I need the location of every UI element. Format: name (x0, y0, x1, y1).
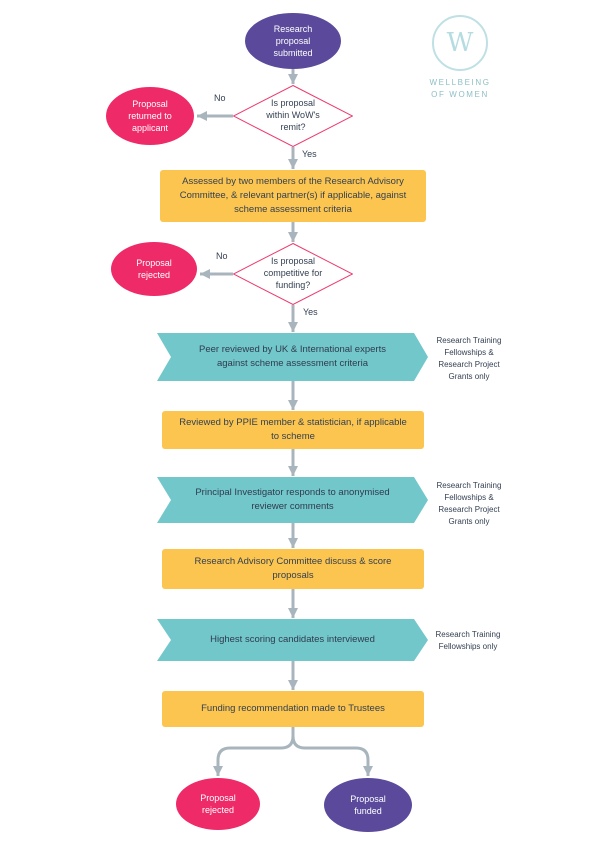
returned-to-applicant-label: Proposal returned to applicant (128, 98, 172, 134)
ppie-review-label: Reviewed by PPIE member & statistician, … (179, 416, 407, 442)
label-no-remit: No (214, 93, 226, 103)
returned-to-applicant-node: Proposal returned to applicant (106, 87, 194, 145)
ppie-review-step: Reviewed by PPIE member & statistician, … (162, 411, 424, 449)
arrow-funding-rec-to-funded (291, 727, 373, 776)
logo-wordmark: WELLBEING OF WOMEN (429, 78, 491, 100)
funded-node: Proposal funded (324, 778, 412, 832)
peer-review-step: Peer reviewed by UK & International expe… (157, 333, 428, 381)
label-no-competitive: No (216, 251, 228, 261)
decision-remit-node: Is proposal within WoW's remit? (233, 85, 353, 147)
interviews-label: Highest scoring candidates interviewed (210, 633, 375, 645)
assessed-step-label: Assessed by two members of the Research … (179, 175, 407, 216)
diamond-shape-icon (233, 85, 353, 147)
label-yes-remit: Yes (302, 149, 317, 159)
rac-scoring-label: Research Advisory Committee discuss & sc… (194, 555, 392, 581)
peer-review-label: Peer reviewed by UK & International expe… (199, 343, 386, 369)
interviews-step: Highest scoring candidates interviewed (157, 619, 428, 661)
peer-review-note: Research Training Fellowships & Research… (436, 336, 502, 381)
arrow-funding-rec-to-rejected (213, 727, 295, 776)
wellbeing-of-women-logo: W WELLBEING OF WOMEN (415, 15, 505, 102)
rejected-final-label: Proposal rejected (200, 792, 236, 815)
assessed-step: Assessed by two members of the Research … (160, 170, 426, 222)
start-node-label: Research proposal submitted (273, 23, 313, 59)
pi-response-note: Research Training Fellowships & Research… (436, 481, 502, 526)
diamond-shape-icon (233, 243, 353, 305)
logo-w-monogram-icon: W (446, 28, 474, 58)
rejected-final-node: Proposal rejected (176, 778, 260, 830)
rejected-mid-label: Proposal rejected (136, 257, 172, 280)
pi-response-step: Principal Investigator responds to anony… (157, 477, 428, 523)
start-node: Research proposal submitted (245, 13, 341, 69)
funded-label: Proposal funded (350, 793, 386, 816)
funding-recommendation-label: Funding recommendation made to Trustees (201, 702, 385, 714)
pi-response-label: Principal Investigator responds to anony… (195, 486, 390, 512)
funding-recommendation-step: Funding recommendation made to Trustees (162, 691, 424, 727)
decision-remit-label: Is proposal within WoW's remit? (266, 98, 320, 132)
decision-competitive-node: Is proposal competitive for funding? (233, 243, 353, 305)
rac-scoring-step: Research Advisory Committee discuss & sc… (162, 549, 424, 589)
decision-competitive-label: Is proposal competitive for funding? (263, 256, 323, 290)
rejected-mid-node: Proposal rejected (111, 242, 197, 296)
logo-ring-icon: W (432, 15, 488, 71)
interviews-note: Research Training Fellowships only (435, 630, 501, 651)
label-yes-competitive: Yes (303, 307, 318, 317)
